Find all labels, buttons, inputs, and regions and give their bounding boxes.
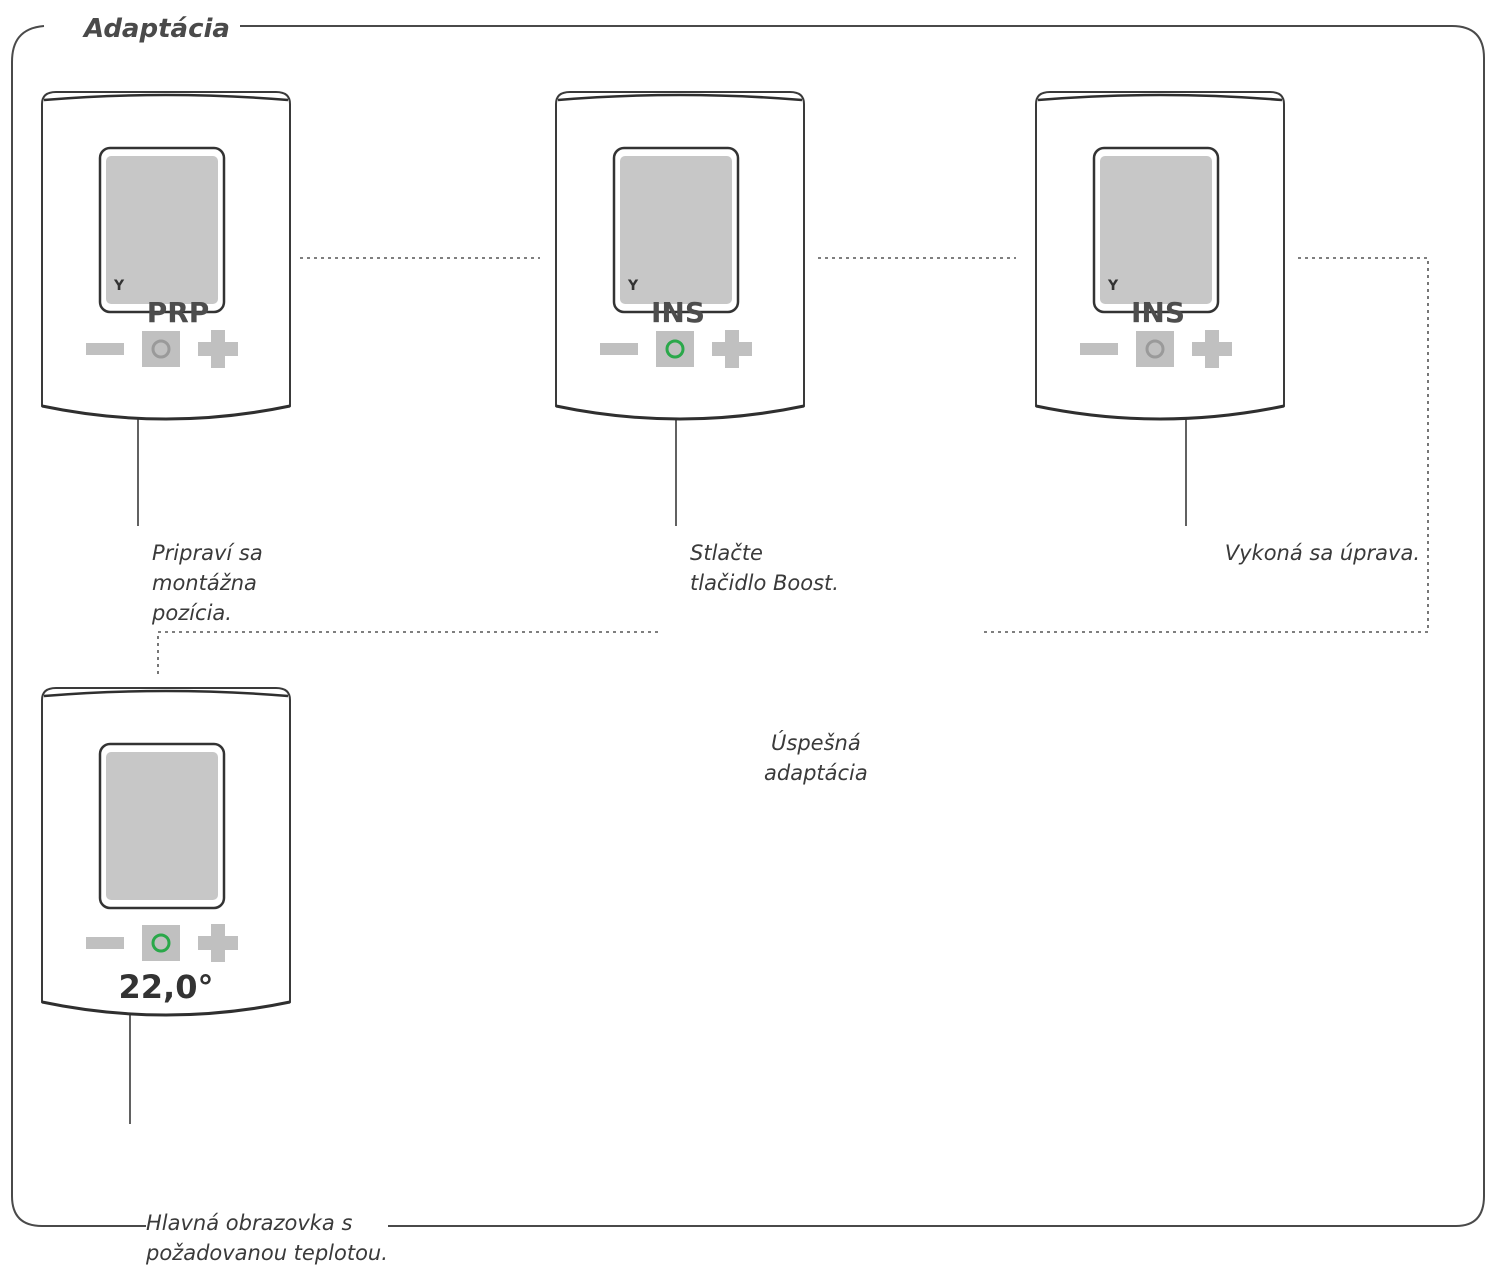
minus-button[interactable] bbox=[86, 937, 124, 949]
boost-ring-icon bbox=[665, 339, 685, 359]
plus-button-v[interactable] bbox=[211, 924, 225, 962]
device-top-edge bbox=[43, 93, 289, 102]
device-bottom-edge bbox=[41, 404, 291, 421]
flow-connectors bbox=[157, 257, 1429, 676]
thermostat-step4: 22,0° bbox=[41, 687, 291, 1017]
boost-ring-icon bbox=[1145, 339, 1165, 359]
caption-line: Pripraví sa bbox=[152, 541, 263, 565]
caption-line: požadovanou teplotou. bbox=[146, 1241, 388, 1265]
temperature-readout: 22,0° bbox=[119, 968, 214, 1006]
caption-step1: Pripraví sa montážna pozícia. bbox=[152, 538, 263, 628]
caption-step4: Hlavná obrazovka s požadovanou teplotou. bbox=[146, 1208, 388, 1268]
screen bbox=[1100, 156, 1212, 304]
thermostat-devices: Y PRP Y INS Y INS 22,0° bbox=[41, 91, 1285, 1017]
boost-button[interactable] bbox=[656, 331, 694, 367]
connector-3-success bbox=[982, 257, 1429, 633]
connector-success-4 bbox=[157, 631, 658, 676]
minus-button[interactable] bbox=[86, 343, 124, 355]
boost-ring-icon bbox=[151, 339, 171, 359]
plus-button-v[interactable] bbox=[1205, 330, 1219, 368]
device-bottom-edge bbox=[1035, 404, 1285, 421]
display-code: PRP bbox=[147, 296, 210, 329]
device-bottom-edge bbox=[41, 1000, 291, 1017]
thermostat-step1: Y PRP bbox=[41, 91, 291, 421]
screen bbox=[106, 752, 218, 900]
display-code: INS bbox=[651, 296, 705, 329]
device-top-edge bbox=[557, 93, 803, 102]
device-bottom-edge bbox=[555, 404, 805, 421]
caption-step3: Vykoná sa úprava. bbox=[1225, 538, 1420, 568]
caption-line: tlačidlo Boost. bbox=[690, 571, 839, 595]
caption-line: pozícia. bbox=[152, 601, 232, 625]
caption-line: Stlačte bbox=[690, 541, 763, 565]
device-top-edge bbox=[43, 689, 289, 698]
plus-button-v[interactable] bbox=[725, 330, 739, 368]
boost-button[interactable] bbox=[142, 925, 180, 961]
thermostat-step3: Y INS bbox=[1035, 91, 1285, 421]
caption-line: Hlavná obrazovka s bbox=[146, 1211, 353, 1235]
minus-button[interactable] bbox=[1080, 343, 1118, 355]
caption-step2: Stlačte tlačidlo Boost. bbox=[690, 538, 839, 598]
wrench-icon: Y bbox=[1107, 278, 1119, 294]
screen bbox=[106, 156, 218, 304]
minus-button[interactable] bbox=[600, 343, 638, 355]
screen bbox=[620, 156, 732, 304]
boost-button[interactable] bbox=[1136, 331, 1174, 367]
boost-ring-icon bbox=[151, 933, 171, 953]
caption-line: Vykoná sa úprava. bbox=[1224, 541, 1420, 565]
device-top-edge bbox=[1037, 93, 1283, 102]
thermostat-step2: Y INS bbox=[555, 91, 805, 421]
diagram-title: Adaptácia bbox=[80, 12, 240, 46]
caption-line: Úspešná bbox=[771, 731, 861, 755]
boost-button[interactable] bbox=[142, 331, 180, 367]
wrench-icon: Y bbox=[113, 278, 125, 294]
caption-line: adaptácia bbox=[764, 761, 868, 785]
caption-success: Úspešná adaptácia bbox=[764, 728, 868, 788]
display-code: INS bbox=[1131, 296, 1185, 329]
plus-button-v[interactable] bbox=[211, 330, 225, 368]
caption-line: montážna bbox=[152, 571, 257, 595]
wrench-icon: Y bbox=[627, 278, 639, 294]
outer-frame bbox=[11, 25, 1485, 1227]
